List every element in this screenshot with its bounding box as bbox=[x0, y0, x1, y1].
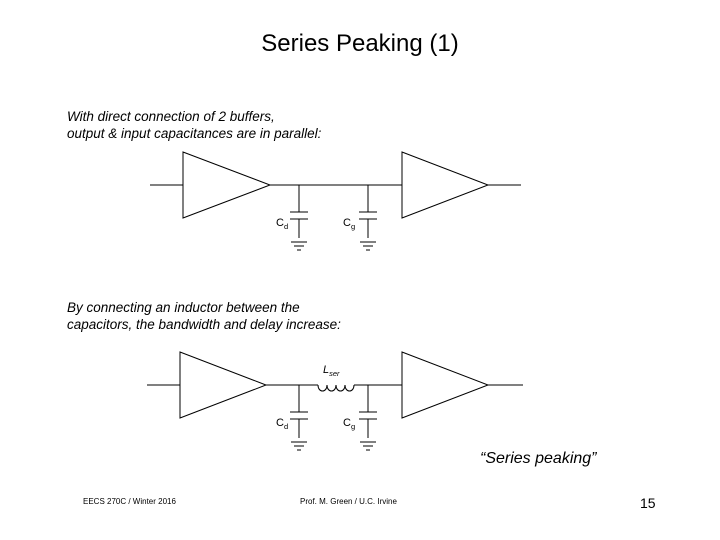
cap-d-label: Cd bbox=[276, 217, 288, 231]
cap-g-label: Cg bbox=[343, 217, 355, 231]
buffer-2 bbox=[401, 351, 490, 419]
buffer-2 bbox=[401, 151, 490, 219]
cap-d-sub: d bbox=[283, 222, 289, 231]
series-peaking-callout: “Series peaking” bbox=[480, 450, 597, 467]
footer-author: Prof. M. Green / U.C. Irvine bbox=[300, 497, 397, 506]
cap-d-sub: d bbox=[283, 422, 289, 431]
paragraph-direct-connection: With direct connection of 2 buffers, out… bbox=[67, 108, 321, 142]
cap-g-main: C bbox=[343, 217, 351, 229]
paragraph-line: capacitors, the bandwidth and delay incr… bbox=[67, 317, 341, 332]
inductor-label: Lser bbox=[323, 364, 340, 378]
buffer-1 bbox=[179, 351, 268, 419]
page-number: 15 bbox=[640, 495, 656, 511]
inductor-sub: ser bbox=[329, 369, 340, 378]
cap-g-sub: g bbox=[350, 222, 356, 231]
cap-g-main: C bbox=[343, 417, 351, 429]
paragraph-line: With direct connection of 2 buffers, bbox=[67, 109, 275, 124]
paragraph-inductor: By connecting an inductor between the ca… bbox=[67, 299, 341, 333]
cap-d-main: C bbox=[276, 417, 284, 429]
inductor-coil bbox=[317, 384, 355, 392]
cap-d-main: C bbox=[276, 217, 284, 229]
cap-d-label-2: Cd bbox=[276, 417, 288, 431]
cap-g-label-2: Cg bbox=[343, 417, 355, 431]
slide-title: Series Peaking (1) bbox=[261, 30, 459, 57]
buffer-1 bbox=[182, 151, 272, 219]
cap-g-sub: g bbox=[350, 422, 356, 431]
paragraph-line: By connecting an inductor between the bbox=[67, 300, 300, 315]
footer-course: EECS 270C / Winter 2016 bbox=[83, 497, 176, 506]
paragraph-line: output & input capacitances are in paral… bbox=[67, 126, 322, 141]
inductor-main: L bbox=[323, 364, 330, 376]
